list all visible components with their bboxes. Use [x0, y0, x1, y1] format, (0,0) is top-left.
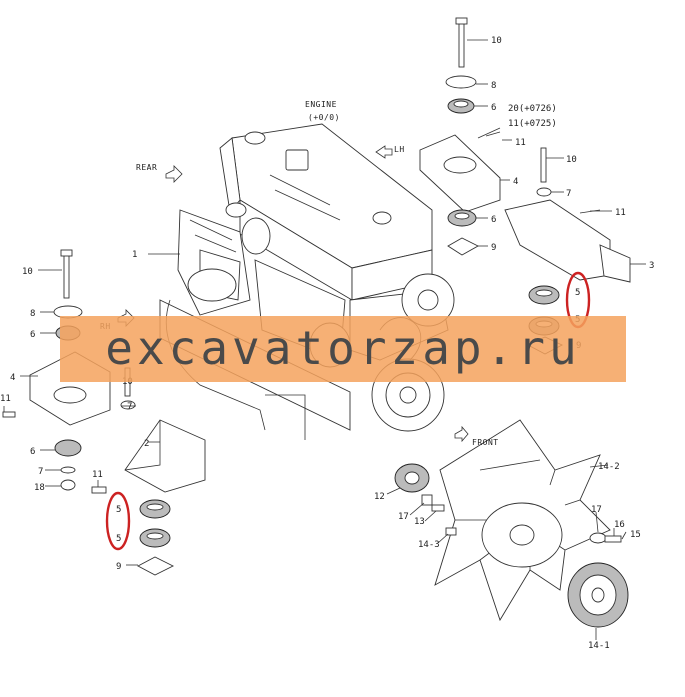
callout-11: 11 [0, 394, 11, 404]
callout-11: 11 [92, 470, 103, 480]
highlight-left-mounts [105, 491, 131, 551]
rear-arrow-icon [165, 165, 183, 183]
callout-10: 10 [566, 155, 577, 165]
engine-block [159, 123, 455, 440]
lh-arrow-icon [375, 145, 393, 159]
callout-7: 7 [566, 189, 571, 199]
right-upper-mount [419, 17, 501, 256]
callout-9: 9 [116, 562, 121, 572]
callout-14-3: 14-3 [418, 540, 440, 550]
rear-label: REAR [136, 163, 157, 172]
callout-6: 6 [491, 103, 496, 113]
leader-lines [3, 39, 646, 640]
callout-8: 8 [30, 309, 35, 319]
callout-11: 11 [615, 208, 626, 218]
callout-12: 12 [374, 492, 385, 502]
front-arrow-icon [454, 425, 469, 443]
engine-sublabel: (+0/0) [308, 113, 340, 122]
callout-6: 6 [30, 447, 35, 457]
callout-3: 3 [649, 261, 654, 271]
callout-6: 6 [30, 330, 35, 340]
callout-10: 10 [22, 267, 33, 277]
front-label: FRONT [472, 438, 499, 447]
callout-11: 11 [515, 138, 526, 148]
callout-7: 7 [127, 402, 132, 412]
fan-assembly [394, 419, 629, 628]
callout-1: 1 [132, 250, 137, 260]
callout-13: 13 [414, 517, 425, 527]
callout-14-1: 14-1 [588, 641, 610, 651]
callout-11: 11(+0725) [508, 119, 557, 129]
watermark-band [60, 316, 626, 382]
callout-4: 4 [10, 373, 15, 383]
callout-18: 18 [34, 483, 45, 493]
callout-17: 17 [398, 512, 409, 522]
engine-label: ENGINE [305, 100, 337, 109]
callout-5: 5 [116, 505, 121, 515]
callout-5: 5 [575, 288, 580, 298]
callout-5: 5 [116, 534, 121, 544]
callout-7: 7 [38, 467, 43, 477]
callout-16: 16 [614, 520, 625, 530]
callout-9: 9 [491, 243, 496, 253]
callout-2: 2 [144, 439, 149, 449]
callout-8: 8 [491, 81, 496, 91]
callout-20: 20(+0726) [508, 104, 557, 114]
callout-4: 4 [513, 177, 518, 187]
lh-label: LH [394, 145, 405, 154]
callout-14-2: 14-2 [598, 462, 620, 472]
callout-10: 10 [491, 36, 502, 46]
callout-6: 6 [491, 215, 496, 225]
callout-17: 17 [591, 505, 602, 515]
left-lower-bracket [91, 367, 206, 576]
watermark-text: excavatorzap.ru [105, 321, 580, 375]
callout-15: 15 [630, 530, 641, 540]
